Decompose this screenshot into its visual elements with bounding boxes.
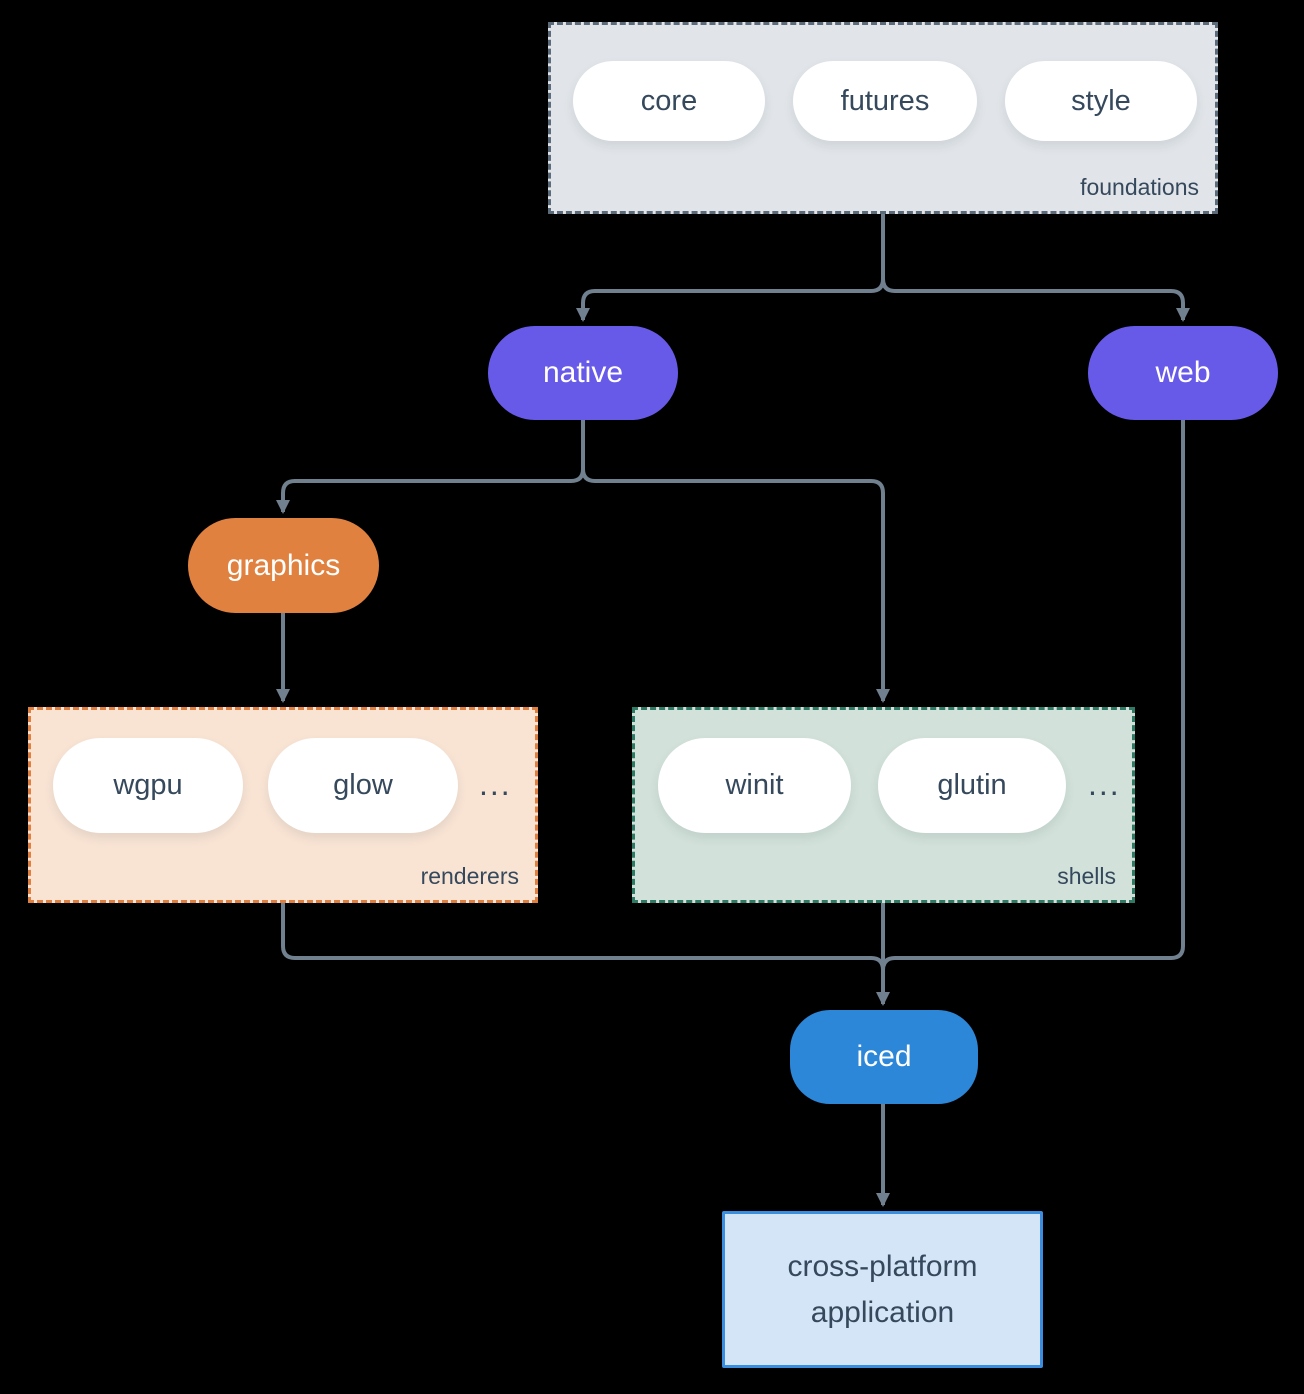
node-wgpu: wgpu [53, 738, 243, 833]
renderers-ellipsis: ... [479, 766, 512, 802]
node-core-label: core [640, 84, 698, 117]
node-application: cross-platform application [722, 1211, 1043, 1368]
node-graphics-label: graphics [226, 548, 341, 582]
edge-native-shells [581, 420, 890, 703]
node-native-label: native [542, 356, 624, 389]
node-iced: iced [790, 1010, 978, 1104]
node-futures-label: futures [840, 84, 930, 117]
node-style: style [1005, 61, 1197, 141]
node-glow-label: glow [333, 769, 393, 801]
edge-foundations-web [881, 214, 1190, 322]
node-winit-label: winit [725, 769, 784, 801]
node-core: core [573, 61, 765, 141]
node-wgpu-label: wgpu [113, 769, 183, 801]
node-glutin-label: glutin [937, 769, 1007, 801]
cluster-renderers: wgpu glow ... renderers [28, 707, 538, 903]
application-label-line1: cross-platform [787, 1249, 978, 1283]
node-futures: futures [793, 61, 977, 141]
cluster-foundations: core futures style foundations [548, 22, 1218, 214]
node-iced-label: iced [856, 1040, 912, 1073]
node-web: web [1088, 326, 1278, 420]
edge-foundations-native [576, 214, 885, 322]
shells-ellipsis: ... [1088, 766, 1121, 802]
application-label-line2: application [810, 1295, 955, 1329]
node-web-label: web [1155, 356, 1211, 389]
node-glutin: glutin [878, 738, 1066, 833]
cluster-label-shells: shells [1057, 863, 1116, 889]
cluster-label-renderers: renderers [420, 863, 519, 889]
node-style-label: style [1071, 84, 1131, 117]
cluster-shells: winit glutin ... shells [632, 707, 1135, 903]
node-winit: winit [658, 738, 851, 833]
node-native: native [488, 326, 678, 420]
edge-native-graphics [276, 420, 585, 514]
node-graphics: graphics [188, 518, 379, 613]
cluster-label-foundations: foundations [1080, 174, 1199, 200]
edge-renderers-iced [281, 903, 885, 971]
node-glow: glow [268, 738, 458, 833]
